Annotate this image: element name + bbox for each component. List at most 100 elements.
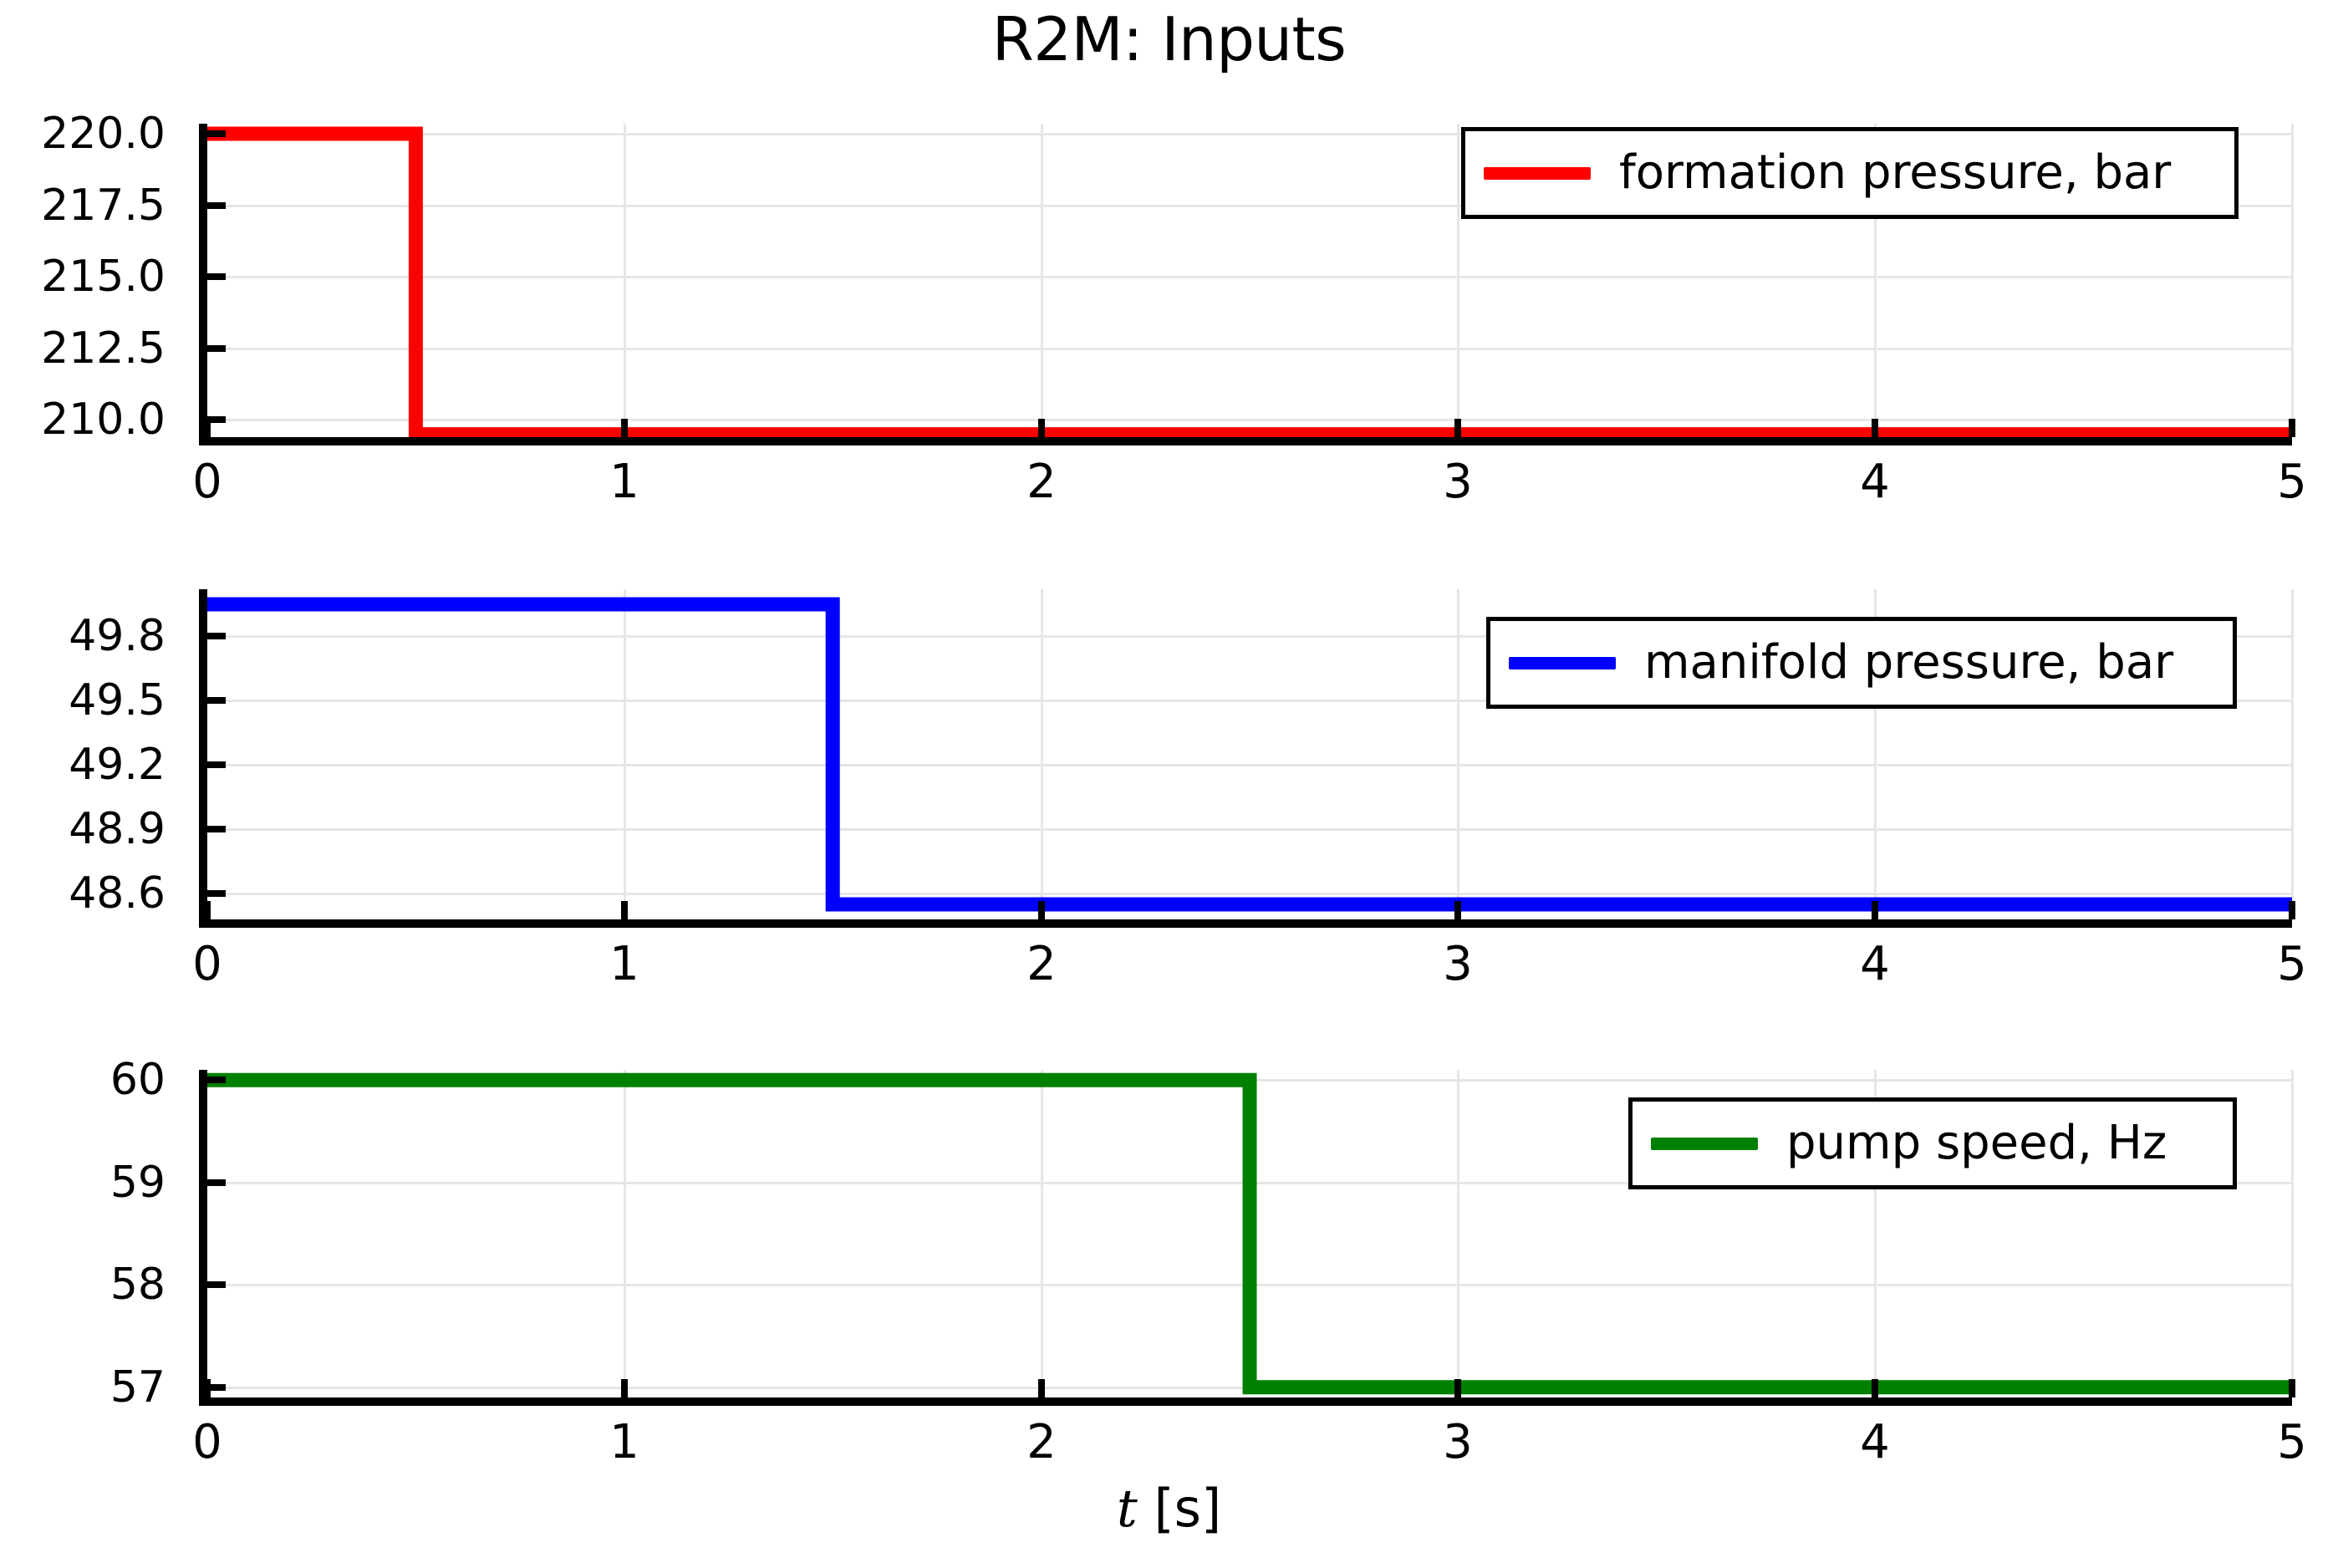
xtick-label: 3: [1443, 1415, 1473, 1469]
xtick-label: 0: [192, 1415, 222, 1469]
xtick-mark: [1872, 419, 1878, 437]
ytick-label: 49.2: [69, 740, 166, 790]
axis-spine-left: [199, 1070, 207, 1406]
xtick-mark: [204, 1379, 211, 1397]
ytick-label: 48.6: [69, 868, 166, 919]
xtick-label: 4: [1860, 937, 1890, 991]
ytick-mark: [207, 416, 226, 423]
gridline-vertical: [2291, 124, 2294, 437]
ytick-label: 58: [110, 1260, 166, 1310]
ytick-label: 215.0: [41, 252, 166, 302]
gridline-vertical: [2291, 589, 2294, 919]
xtick-mark: [1454, 419, 1461, 437]
ytick-label: 59: [110, 1158, 166, 1208]
xtick-mark: [1872, 1379, 1878, 1397]
xtick-label: 5: [2277, 937, 2307, 991]
legend-swatch-icon: [1509, 656, 1616, 669]
ytick-label: 212.5: [41, 323, 166, 374]
xtick-mark: [204, 901, 211, 919]
subplot-pump-speed: 60 59 58 57 0 1 2 3 4 5 pump speed, Hz: [0, 0, 2338, 1466]
ytick-mark: [207, 1077, 226, 1083]
xtick-mark: [621, 1379, 628, 1397]
xtick-label: 1: [609, 455, 639, 509]
xtick-label: 5: [2277, 455, 2307, 509]
ytick-mark: [207, 1179, 226, 1186]
xtick-mark: [204, 419, 211, 437]
gridline-vertical: [2291, 1070, 2294, 1397]
ytick-label: 220.0: [41, 109, 166, 159]
ytick-mark: [207, 826, 226, 832]
xtick-mark: [2289, 419, 2295, 437]
axis-spine-left: [199, 124, 207, 445]
axis-spine-bottom: [199, 1397, 2292, 1406]
ytick-mark: [207, 273, 226, 280]
ytick-mark: [207, 697, 226, 704]
xtick-label: 0: [192, 937, 222, 991]
xtick-label: 1: [609, 1415, 639, 1469]
gridline-vertical: [1457, 1070, 1459, 1397]
ytick-mark: [207, 1384, 226, 1391]
subplot-manifold-pressure: 49.8 49.5 49.2 48.9 48.6 0 1 2 3 4 5 manifold pres…: [0, 0, 2338, 988]
legend-manifold-pressure[interactable]: manifold pressure, bar: [1486, 617, 2237, 709]
legend-swatch-icon: [1484, 166, 1591, 180]
xtick-label: 0: [192, 455, 222, 509]
axis-spine-bottom: [199, 437, 2292, 445]
ytick-mark: [207, 130, 226, 137]
xtick-label: 3: [1443, 455, 1473, 509]
legend-swatch-icon: [1651, 1137, 1758, 1150]
xtick-mark: [1038, 901, 1045, 919]
legend-label: formation pressure, bar: [1619, 145, 2172, 200]
ytick-mark: [207, 345, 226, 352]
axis-spine-left: [199, 589, 207, 928]
figure-title: R2M: Inputs: [991, 4, 1347, 74]
ytick-mark: [207, 890, 226, 897]
gridline-horizontal: [207, 893, 2292, 895]
xtick-label: 3: [1443, 937, 1473, 991]
ytick-label: 217.5: [41, 181, 166, 231]
xtick-mark: [1038, 419, 1045, 437]
legend-pump-speed[interactable]: pump speed, Hz: [1628, 1097, 2237, 1189]
ytick-mark: [207, 633, 226, 639]
gridline-vertical: [1457, 589, 1459, 919]
gridline-horizontal: [207, 828, 2292, 831]
ytick-label: 60: [110, 1055, 166, 1105]
ytick-label: 48.9: [69, 804, 166, 854]
xtick-label: 2: [1026, 937, 1057, 991]
xtick-label: 2: [1026, 1415, 1057, 1469]
ytick-mark: [207, 1281, 226, 1288]
xtick-mark: [1454, 1379, 1461, 1397]
legend-label: pump speed, Hz: [1786, 1116, 2167, 1170]
xtick-mark: [1038, 1379, 1045, 1397]
axis-spine-bottom: [199, 919, 2292, 928]
xtick-mark: [2289, 1379, 2295, 1397]
gridline-horizontal: [207, 764, 2292, 766]
xaxis-label-unit: [s]: [1137, 1478, 1222, 1539]
xtick-label: 1: [609, 937, 639, 991]
xtick-label: 5: [2277, 1415, 2307, 1469]
gridline-vertical: [624, 1070, 626, 1397]
xtick-mark: [1872, 901, 1878, 919]
gridline-vertical: [1041, 1070, 1043, 1397]
ytick-label: 49.5: [69, 675, 166, 725]
xtick-mark: [621, 901, 628, 919]
gridline-horizontal: [207, 1079, 2292, 1082]
gridline-vertical: [624, 589, 626, 919]
legend-formation-pressure[interactable]: formation pressure, bar: [1461, 127, 2239, 219]
xtick-mark: [1454, 901, 1461, 919]
xtick-mark: [2289, 901, 2295, 919]
ytick-mark: [207, 202, 226, 209]
xtick-label: 4: [1860, 455, 1890, 509]
xtick-label: 2: [1026, 455, 1057, 509]
gridline-horizontal: [207, 1387, 2292, 1389]
gridline-vertical: [1041, 589, 1043, 919]
ytick-label: 49.8: [69, 611, 166, 661]
xaxis-label-variable: t: [1116, 1478, 1138, 1539]
gridline-horizontal: [207, 1284, 2292, 1286]
legend-label: manifold pressure, bar: [1644, 635, 2174, 690]
xaxis-label: t [s]: [0, 1479, 2338, 1538]
xtick-label: 4: [1860, 1415, 1890, 1469]
ytick-label: 57: [110, 1362, 166, 1413]
ytick-label: 210.0: [41, 395, 166, 445]
ytick-mark: [207, 761, 226, 768]
